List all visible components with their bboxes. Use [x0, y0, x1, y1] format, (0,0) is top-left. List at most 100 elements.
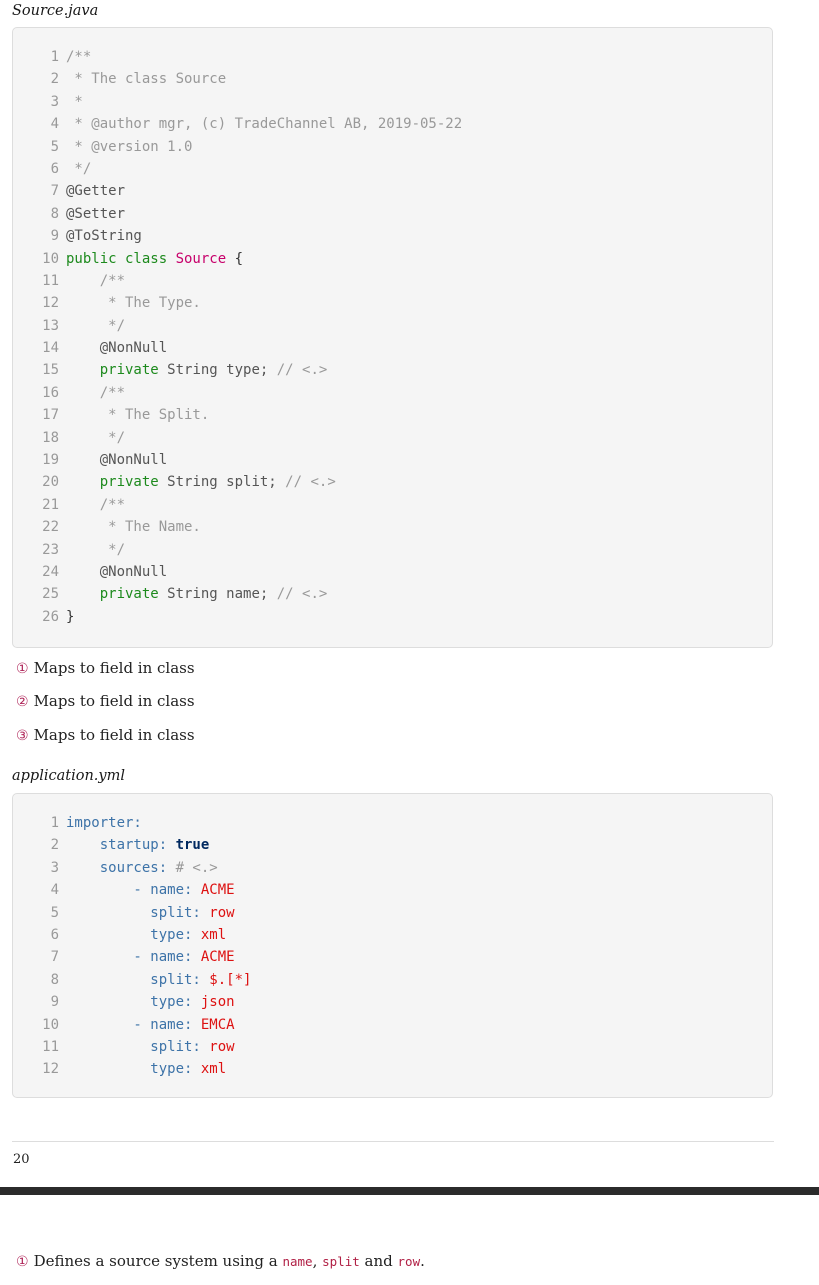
- line-number: 2: [50, 837, 59, 854]
- code-token: type:: [66, 994, 201, 1011]
- code-token: * The class Source: [66, 71, 227, 88]
- code-token: {: [226, 250, 244, 267]
- code-token: * The Name.: [66, 519, 201, 536]
- line-number: 24: [42, 563, 59, 580]
- code-token: json: [200, 994, 235, 1011]
- separator: and: [359, 1252, 398, 1270]
- code-token: String type;: [167, 362, 277, 379]
- line-number: 17: [42, 407, 59, 424]
- code-token: type:: [66, 926, 201, 943]
- inline-code-row: row: [397, 1254, 421, 1269]
- code-token: - name:: [66, 882, 201, 899]
- line-number: 4: [50, 882, 59, 899]
- line-number: 11: [42, 1038, 59, 1055]
- code-token: /**: [66, 384, 126, 401]
- code-token: String split;: [167, 474, 286, 491]
- callout-number-1: ①: [16, 661, 29, 677]
- code-line: 7 - name: ACME: [37, 946, 251, 968]
- callout-text-1: Maps to field in class: [33, 659, 195, 677]
- code-token: private: [66, 362, 168, 379]
- code-token: * The Split.: [66, 407, 210, 424]
- code-token: * The Type.: [66, 295, 201, 312]
- code-line: 3 sources: # <.>: [37, 857, 251, 879]
- code-token: private: [66, 474, 168, 491]
- code-line: 3 *: [37, 91, 462, 113]
- line-number: 10: [42, 1016, 59, 1033]
- code-token: * @author mgr, (c) TradeChannel AB, 2019…: [66, 116, 463, 133]
- line-number: 13: [42, 317, 59, 334]
- code-line: 11 /**: [37, 270, 462, 292]
- callout-number-1: ①: [16, 1254, 29, 1270]
- code-line: 26}: [37, 606, 462, 628]
- code-token: /**: [66, 496, 126, 513]
- callout-text-3: Maps to field in class: [33, 726, 195, 744]
- line-number: 23: [42, 541, 59, 558]
- code-line: 12 type: xml: [37, 1058, 251, 1080]
- code-line: 6 */: [37, 158, 462, 180]
- code-token: true: [175, 837, 210, 854]
- line-number: 8: [50, 971, 59, 988]
- code-line: 15 private String type; // <.>: [37, 359, 462, 381]
- line-number: 1: [50, 815, 59, 831]
- code-line: 14 @NonNull: [37, 337, 462, 359]
- line-number: 5: [50, 904, 59, 921]
- code-token: split:: [66, 971, 210, 988]
- code-token: - name:: [66, 949, 201, 966]
- code-token: # <.>: [175, 859, 218, 876]
- code-token: startup:: [66, 837, 176, 854]
- line-number: 19: [42, 452, 59, 469]
- line-number: 8: [50, 205, 59, 222]
- line-number: 9: [50, 228, 59, 245]
- code-token: /**: [66, 272, 126, 289]
- code-token: row: [209, 1038, 235, 1055]
- code-line: 5 * @version 1.0: [37, 136, 462, 158]
- application-yml-code-block[interactable]: 1 importer: 2 startup: true 3 sources: # <.…: [12, 793, 773, 1098]
- code-token: ACME: [200, 949, 235, 966]
- code-token: $.[*]: [209, 971, 252, 988]
- code-token: split:: [66, 904, 210, 921]
- code-token: public class: [66, 250, 176, 267]
- inline-code-name: name: [282, 1254, 313, 1269]
- code-line: 25 private String name; // <.>: [37, 583, 462, 605]
- code-token: @NonNull: [66, 340, 168, 357]
- code-token: xml: [200, 926, 227, 943]
- code-token: - name:: [66, 1016, 201, 1033]
- code-line: 16 /**: [37, 382, 462, 404]
- code-token: *: [66, 93, 83, 110]
- code-line: 7@Getter: [37, 180, 462, 202]
- code-line: 13 */: [37, 315, 462, 337]
- code-line: 19 @NonNull: [37, 449, 462, 471]
- line-number: 22: [42, 519, 59, 536]
- code-line: 4 - name: ACME: [37, 879, 251, 901]
- code-token: importer:: [66, 815, 142, 831]
- line-number: 5: [50, 138, 59, 155]
- callout-number-3: ③: [16, 728, 29, 744]
- code-line: 23 */: [37, 539, 462, 561]
- line-number: 2: [50, 71, 59, 88]
- code-token: String name;: [167, 586, 277, 603]
- code-token: Source: [175, 250, 227, 267]
- code-line: 6 type: xml: [37, 924, 251, 946]
- callout-number-2: ②: [16, 694, 29, 710]
- line-number: 10: [42, 250, 59, 267]
- line-number: 26: [42, 608, 59, 625]
- line-number: 11: [42, 272, 59, 289]
- code-token: @NonNull: [66, 452, 168, 469]
- line-number: 7: [50, 949, 59, 966]
- line-number: 25: [42, 586, 59, 603]
- line-number: 15: [42, 362, 59, 379]
- code-token: // <.>: [276, 586, 328, 603]
- code-token: * @version 1.0: [66, 138, 193, 155]
- code-token: ACME: [200, 882, 235, 899]
- application-yml-code: 1 importer: 2 startup: true 3 sources: # <.…: [37, 812, 251, 1081]
- period: .: [420, 1252, 425, 1270]
- callout-text-2: Maps to field in class: [33, 692, 195, 710]
- line-number: 6: [50, 160, 59, 177]
- code-token: // <.>: [285, 474, 336, 491]
- inline-code-split: split: [322, 1254, 360, 1269]
- line-number: 3: [50, 93, 59, 110]
- code-line: 4 * @author mgr, (c) TradeChannel AB, 20…: [37, 113, 463, 135]
